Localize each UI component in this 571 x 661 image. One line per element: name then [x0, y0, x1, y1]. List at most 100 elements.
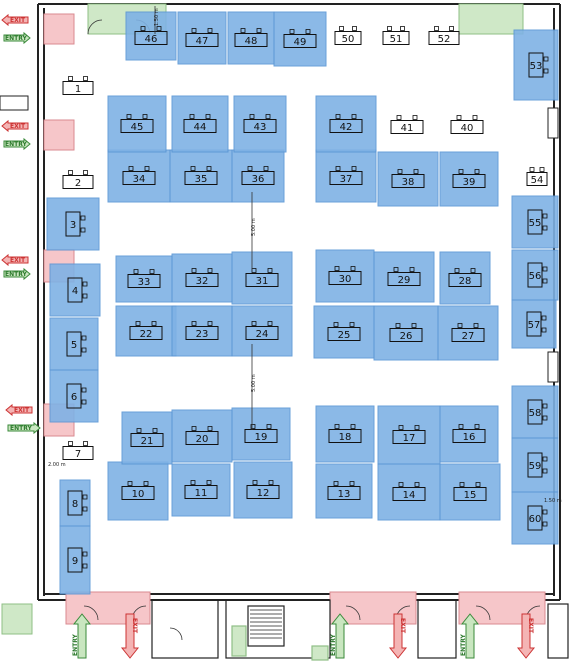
booth-table [328, 271, 362, 285]
booth-34[interactable]: 34 [107, 149, 171, 203]
booth-37[interactable]: 37 [315, 149, 377, 203]
booth-17[interactable]: 17 [377, 405, 441, 465]
booth-55[interactable]: 55 [511, 195, 559, 249]
booth-13[interactable]: 13 [315, 463, 373, 519]
booth-8[interactable]: 8 [59, 479, 91, 527]
booth-chair [152, 428, 158, 433]
booth-23[interactable]: 23 [171, 305, 233, 357]
booth-10[interactable]: 10 [107, 461, 169, 521]
booth-40[interactable]: 40 [450, 115, 484, 135]
booth-41[interactable]: 41 [390, 115, 424, 135]
booth-31[interactable]: 31 [231, 251, 293, 305]
booth-44[interactable]: 44 [171, 95, 229, 153]
booth-4[interactable]: 4 [49, 263, 101, 317]
entry-arrow-3: ENTRY [460, 613, 480, 659]
booth-27[interactable]: 27 [437, 305, 499, 361]
booth-7[interactable]: 7 [62, 441, 94, 461]
booth-50[interactable]: 50 [334, 26, 362, 46]
booth-21[interactable]: 21 [121, 411, 173, 465]
booth-number: 7 [75, 449, 81, 460]
booth-54[interactable]: 54 [526, 167, 548, 187]
booth-51[interactable]: 51 [382, 26, 410, 46]
booth-number: 39 [463, 177, 476, 188]
booth-22[interactable]: 22 [115, 305, 177, 357]
booth-20[interactable]: 20 [171, 409, 233, 463]
booth-18[interactable]: 18 [315, 405, 375, 463]
booth-number: 59 [529, 461, 542, 472]
exit-arrow-2: EXIT [388, 613, 408, 659]
booth-36[interactable]: 36 [231, 149, 285, 203]
booth-46[interactable]: 46 [125, 11, 177, 61]
booth-table [66, 331, 82, 357]
booth-highlight [315, 463, 373, 519]
booth-chair [542, 468, 548, 474]
booth-3[interactable]: 3 [46, 197, 100, 251]
booth-number: 54 [531, 175, 544, 186]
booth-chair [82, 551, 88, 557]
booth-45[interactable]: 45 [107, 95, 167, 153]
booth-15[interactable]: 15 [439, 463, 501, 521]
booth-28[interactable]: 28 [439, 251, 491, 305]
booth-table [184, 485, 218, 499]
dimension-label-upper: 5.00 m [251, 218, 257, 236]
booth-16[interactable]: 16 [439, 405, 499, 463]
booth-2[interactable]: 2 [62, 170, 94, 190]
booth-52[interactable]: 52 [428, 26, 460, 46]
booth-number: 52 [438, 34, 451, 45]
booth-29[interactable]: 29 [373, 251, 435, 303]
booth-chair [349, 481, 355, 486]
booth-5[interactable]: 5 [49, 317, 99, 371]
booth-43[interactable]: 43 [233, 95, 287, 153]
booth-56[interactable]: 56 [511, 249, 559, 301]
booth-47[interactable]: 47 [177, 11, 227, 65]
booth-42[interactable]: 42 [315, 95, 377, 153]
booth-14[interactable]: 14 [377, 463, 441, 521]
booth-highlight [49, 369, 99, 423]
booth-35[interactable]: 35 [169, 149, 233, 203]
booth-number: 42 [340, 122, 353, 133]
booth-49[interactable]: 49 [273, 11, 327, 67]
booth-6[interactable]: 6 [49, 369, 99, 423]
dimension-label-right: 1.50 m [544, 498, 562, 504]
booth-53[interactable]: 53 [513, 29, 559, 101]
booth-32[interactable]: 32 [171, 253, 233, 303]
booth-chair [474, 424, 480, 429]
booth-chair [387, 26, 392, 31]
booth-24[interactable]: 24 [231, 305, 293, 357]
booth-11[interactable]: 11 [171, 463, 231, 517]
booth-chair [266, 424, 272, 429]
booth-1[interactable]: 1 [62, 76, 94, 96]
booth-table [129, 326, 163, 340]
booth-chair [189, 114, 195, 119]
booth-number: 4 [72, 286, 78, 297]
booth-25[interactable]: 25 [313, 305, 375, 359]
booth-9[interactable]: 9 [59, 525, 91, 595]
booth-table [66, 383, 82, 409]
booth-19[interactable]: 19 [231, 407, 291, 461]
bottom-arrows: ENTRY EXIT ENTRY EXIT ENTRY EXIT [72, 613, 536, 659]
booth-chair [393, 267, 399, 272]
booth-26[interactable]: 26 [373, 305, 439, 361]
booth-38[interactable]: 38 [377, 151, 439, 207]
booth-number: 33 [138, 277, 151, 288]
booth-60[interactable]: 60 [511, 491, 559, 545]
booth-chair [412, 115, 418, 120]
booth-12[interactable]: 12 [233, 461, 293, 519]
booth-highlight [171, 95, 229, 153]
booth-59[interactable]: 59 [511, 437, 559, 493]
booth-39[interactable]: 39 [439, 151, 499, 207]
booth-number: 49 [294, 37, 307, 48]
booth-table [527, 505, 543, 531]
booth-highlight [233, 95, 287, 153]
booth-number: 40 [461, 123, 474, 134]
booth-57[interactable]: 57 [511, 299, 557, 349]
booth-48[interactable]: 48 [227, 11, 275, 65]
booth-table [185, 273, 219, 287]
booth-58[interactable]: 58 [511, 385, 559, 439]
booth-chair [128, 166, 134, 171]
booth-number: 29 [398, 275, 411, 286]
booth-chair [335, 114, 341, 119]
booth-33[interactable]: 33 [115, 255, 173, 303]
booth-highlight [231, 251, 293, 305]
booth-30[interactable]: 30 [315, 249, 375, 303]
